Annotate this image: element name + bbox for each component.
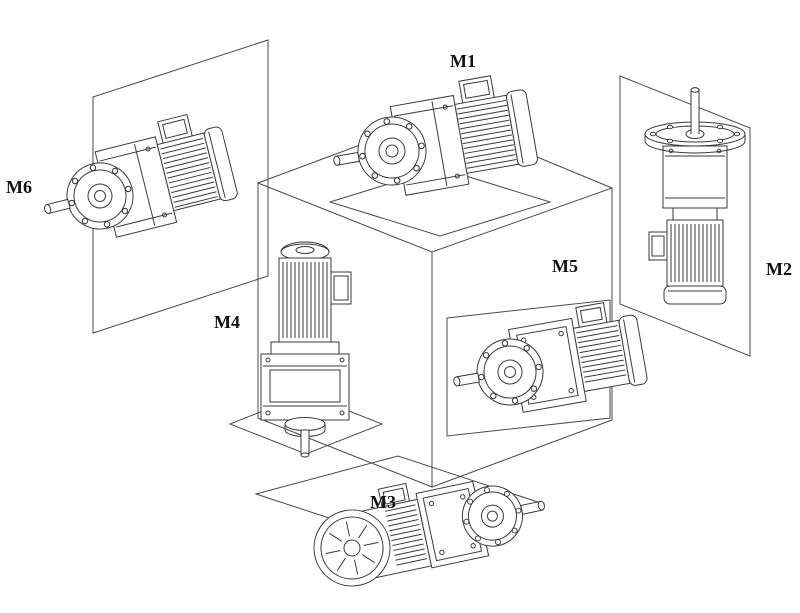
gearmotor-m2: [644, 87, 746, 305]
m4-adapter: [270, 341, 340, 355]
label-m4: M4: [214, 312, 240, 332]
m1-output-shaft: [333, 151, 360, 166]
m2-output-shaft: [685, 87, 705, 139]
m4-output-shaft: [284, 417, 326, 458]
m4-motor-body: [278, 257, 332, 343]
mounting-plane-m2: [619, 75, 751, 357]
m2-adapter: [672, 207, 718, 221]
mounting-plane-m6: [92, 39, 269, 334]
m2-gear-housing: [662, 145, 728, 209]
m6-fan-cover: [203, 126, 238, 202]
label-m3: M3: [370, 492, 396, 512]
m3-output-flange: [457, 481, 528, 552]
m1-output-flange: [353, 112, 431, 190]
m4-gear-housing: [260, 353, 350, 421]
gearmotor-m1: [333, 75, 538, 196]
m5-motor-body: [572, 319, 631, 392]
label-m6: M6: [6, 177, 32, 197]
label-m5: M5: [552, 256, 578, 276]
m3-output-shaft: [520, 500, 545, 515]
mounting-plane-m5: [446, 299, 611, 437]
m2-fan-cover: [663, 285, 727, 305]
gearmotor-m5: [453, 302, 648, 413]
m5-output-shaft: [453, 372, 480, 387]
m1-fan-cover: [505, 89, 538, 167]
m5-output-flange: [472, 334, 548, 410]
m2-motor-body: [666, 219, 724, 287]
label-m1: M1: [450, 51, 476, 71]
label-m2: M2: [766, 259, 792, 279]
gearmotor-m3: [313, 480, 545, 587]
m2-terminal-box: [648, 231, 668, 261]
m4-terminal-box: [330, 271, 352, 305]
m3-fan-cover: [313, 509, 391, 587]
m4-fan-cover: [280, 241, 330, 261]
gearmotor-m6: [43, 113, 238, 238]
gearmotor-m4: [260, 241, 352, 458]
m6-output-shaft: [43, 198, 71, 215]
m6-output-flange: [60, 156, 140, 236]
m5-fan-cover: [618, 314, 648, 386]
